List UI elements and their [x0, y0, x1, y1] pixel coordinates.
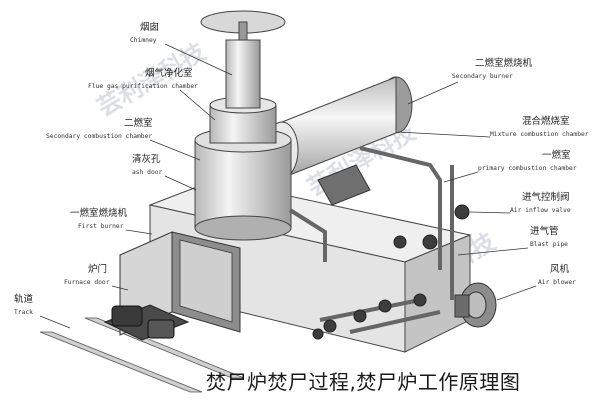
svg-text:Track: Track [14, 309, 33, 316]
air-blower [454, 282, 497, 328]
svg-text:ash door: ash door [132, 169, 163, 176]
svg-text:二燃室: 二燃室 [124, 117, 153, 129]
svg-text:Furnace door: Furnace door [64, 279, 110, 286]
svg-text:Chimney: Chimney [130, 37, 157, 44]
svg-text:清灰孔: 清灰孔 [132, 153, 161, 165]
svg-text:primary combustion chamber: primary combustion chamber [478, 165, 577, 172]
svg-text:Flue gas purification chamber: Flue gas purification chamber [88, 83, 198, 90]
svg-text:风机: 风机 [550, 263, 570, 275]
svg-text:一燃室燃烧机: 一燃室燃烧机 [70, 207, 128, 219]
label-secondary-chamber: 二燃室 Secondary combustion chamber [46, 117, 201, 161]
label-air-blower: 风机 Air blower [496, 263, 576, 301]
svg-text:Secondary combustion chamber: Secondary combustion chamber [46, 133, 152, 140]
svg-text:Secondary burner: Secondary burner [452, 73, 513, 80]
svg-text:一燃室: 一燃室 [542, 149, 571, 161]
svg-text:二燃室燃烧机: 二燃室燃烧机 [475, 57, 533, 69]
svg-text:进气控制阀: 进气控制阀 [522, 191, 570, 203]
label-track: 轨道 Track [14, 293, 71, 329]
svg-text:烟气净化室: 烟气净化室 [145, 67, 193, 79]
svg-text:进气管: 进气管 [530, 225, 559, 237]
blast-pipes [288, 146, 454, 334]
svg-text:Air inflow valve: Air inflow valve [510, 207, 571, 214]
label-air-inflow-valve: 进气控制阀 Air inflow valve [469, 191, 571, 214]
label-flue-gas: 烟气净化室 Flue gas purification chamber [88, 67, 216, 121]
label-primary-chamber: 一燃室 primary combustion chamber [443, 149, 577, 183]
label-chimney: 烟囱 Chimney [130, 21, 233, 76]
svg-text:Blast pipe: Blast pipe [530, 241, 568, 248]
svg-text:混合燃烧室: 混合燃烧室 [522, 115, 570, 127]
label-secondary-burner: 二燃室燃烧机 Secondary burner [407, 57, 533, 105]
svg-text:First burner: First burner [78, 223, 124, 230]
label-ash-door: 清灰孔 ash door [132, 153, 197, 191]
label-blast-pipe: 进气管 Blast pipe [457, 225, 568, 256]
svg-text:炉门: 炉门 [88, 263, 107, 275]
page-caption: 焚尸炉焚尸过程,焚尸炉工作原理图 [206, 370, 521, 394]
svg-text:Air blower: Air blower [538, 279, 576, 286]
air-inflow-valves [312, 204, 470, 340]
svg-text:烟囱: 烟囱 [140, 21, 159, 33]
track-cart-motor [103, 304, 190, 341]
svg-text:Mixture combustion chamber: Mixture combustion chamber [490, 131, 589, 138]
label-furnace-door: 炉门 Furnace door [64, 263, 129, 291]
svg-text:轨道: 轨道 [14, 293, 34, 305]
label-first-burner: 一燃室燃烧机 First burner [70, 207, 153, 235]
label-mixture-chamber: 混合燃烧室 Mixture combustion chamber [397, 115, 589, 138]
secondary-chamber-chimney [194, 10, 292, 241]
